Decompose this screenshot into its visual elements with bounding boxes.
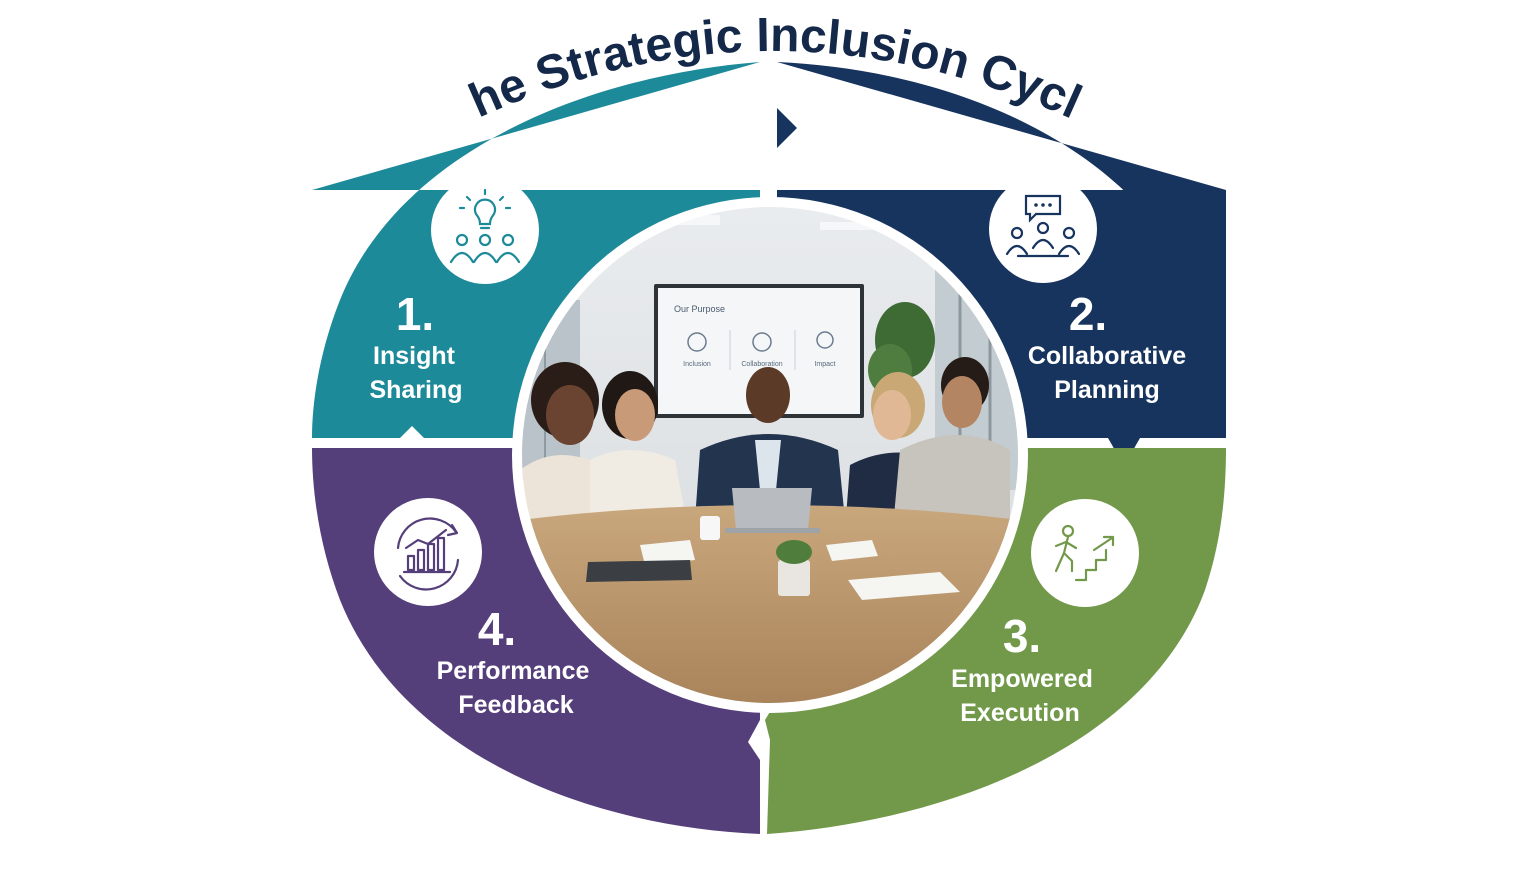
impact-screen-icon [816, 331, 834, 349]
screen-item-impact: Impact [814, 361, 835, 368]
diagram-title: The Strategic Inclusion Cycle [0, 0, 1089, 129]
step-2-label-line2: Planning [1054, 376, 1160, 404]
step-4-label-line1: Performance [437, 657, 590, 685]
step-1-label-line2: Sharing [369, 376, 462, 404]
step-1-label-line1: Insight [373, 342, 456, 370]
growth-chart-icon [374, 498, 482, 606]
stairs-climb-icon [1031, 499, 1139, 607]
step-4-label-line2: Feedback [458, 691, 573, 719]
step-3-label-line2: Execution [960, 699, 1079, 727]
screen-item-inclusion: Inclusion [683, 361, 711, 368]
step-4-number: 4. [478, 603, 516, 655]
screen-item-collaboration: Collaboration [741, 361, 782, 368]
lightbulb-team-icon [431, 176, 539, 284]
meeting-chat-icon [989, 175, 1097, 283]
screen-heading: Our Purpose [674, 304, 725, 314]
step-2-label-line1: Collaborative [1028, 342, 1186, 370]
collaboration-screen-icon [752, 332, 772, 352]
step-3-label-line1: Empowered [951, 665, 1093, 693]
step-2-number: 2. [1069, 288, 1107, 340]
inclusion-screen-icon [687, 332, 707, 352]
step-3-number: 3. [1003, 610, 1041, 662]
team-meeting-photo: Our Purpose Inclusion Collaboration Impa… [522, 207, 1018, 703]
step-1-number: 1. [396, 288, 434, 340]
